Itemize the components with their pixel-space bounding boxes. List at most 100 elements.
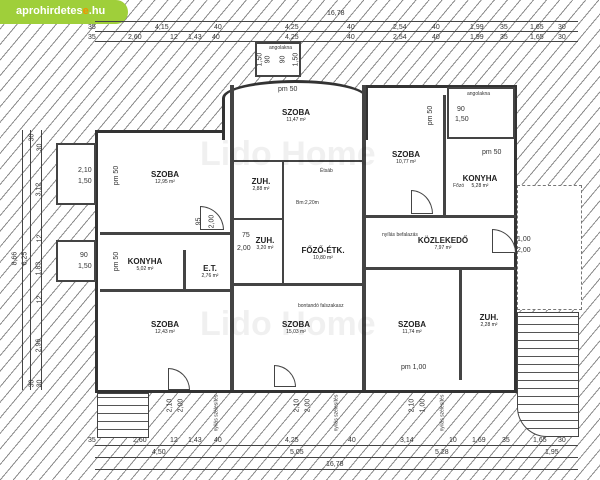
dim: 1,50 (78, 263, 92, 270)
wall (234, 160, 362, 162)
room-name: SZOBA (392, 150, 420, 159)
light-well-left-2: 90 1,50 (56, 240, 96, 282)
light-well-left-1: 2,10 1,50 (56, 143, 96, 205)
room-area: 10,77 m² (396, 159, 416, 165)
dim: 40 (432, 34, 440, 41)
dim: 2,96 (35, 338, 43, 353)
dim: 3,12 (35, 182, 43, 197)
sill-label: pm 50 (482, 149, 502, 156)
dim: 2,10 (408, 398, 416, 413)
widen-note: nyílás szélesítés (213, 394, 220, 432)
room-name: ZUH. (251, 177, 271, 186)
room-zuh-3: ZUH.2,28 m² (439, 313, 539, 328)
room-name: SZOBA (282, 108, 310, 117)
dim-line (95, 469, 578, 470)
dim: 4,25 (285, 437, 299, 444)
dim: 2,10 (166, 398, 174, 413)
light-well-right: angolakna 90 1,50 (447, 87, 515, 139)
dim-total: 16,78 (327, 10, 345, 17)
dim: 5,05 (290, 449, 304, 456)
dim: 12 (36, 234, 44, 243)
dim: 1,83 (35, 261, 43, 276)
room-area: 3,20 m² (256, 245, 274, 251)
room-name: ZUH. (479, 313, 499, 322)
dim: 1,65 (530, 34, 544, 41)
room-area: 7,97 m² (434, 245, 452, 251)
terrace (517, 185, 582, 310)
dim: 1,95 (545, 449, 559, 456)
dim: 2,00 (517, 247, 531, 254)
dim: 10 (449, 437, 457, 444)
dim: 6,25 (21, 251, 29, 266)
dim: 90 (264, 55, 272, 64)
dim: 30 (28, 379, 36, 388)
dim: 4,25 (285, 24, 299, 31)
dim: 40 (432, 24, 440, 31)
dim: 2,54 (393, 34, 407, 41)
wall (366, 267, 516, 270)
room-name: SZOBA (398, 320, 426, 329)
wall (282, 160, 284, 283)
dim: 40 (347, 24, 355, 31)
dim: 8,66 (11, 251, 19, 266)
dim: 40 (214, 24, 222, 31)
dim: 40 (214, 437, 222, 444)
dim: 3,14 (400, 437, 414, 444)
dim: 12 (170, 34, 178, 41)
room-name: SZOBA (151, 170, 179, 179)
stairs-right (517, 312, 579, 437)
dim: 1,50 (292, 52, 300, 67)
room-area: 2,28 m² (480, 322, 498, 328)
infill-note: nyílás befalazás (382, 232, 418, 238)
dim: 30 (558, 24, 566, 31)
wall (362, 85, 366, 390)
dim: 75 (242, 232, 250, 239)
dim: 30 (36, 143, 44, 152)
watermark: Lido Home (200, 135, 376, 173)
room-name: E.T. (203, 264, 217, 273)
dim: 4,50 (152, 449, 166, 456)
dim: 1,65 (530, 24, 544, 31)
dim: 5,28 (435, 449, 449, 456)
room-fozo-etkezo: FŐZŐ-ÉTK.10,80 m² (273, 246, 373, 261)
dim: 95 (195, 217, 203, 226)
room-name: SZOBA (151, 320, 179, 329)
site-logo[interactable]: aprohirdetese.hu (0, 0, 128, 24)
dim: 35 (88, 24, 96, 31)
stairs-left (97, 393, 149, 438)
logo-accent: e (82, 5, 89, 17)
room-area: 2,76 m² (201, 273, 219, 279)
dim: 2,10 (78, 167, 92, 174)
room-zuh-1: ZUH.2,88 m² (211, 177, 311, 192)
sill-label: pm 50 (427, 105, 435, 126)
light-well-top: angolakna 1,50 90 90 1,50 (255, 42, 301, 77)
dim: 2,10 (293, 398, 301, 413)
widen-note: nyílás szélesítés (439, 394, 446, 432)
dim-line (95, 41, 578, 42)
wall (234, 218, 282, 220)
dim: 1,50 (256, 52, 264, 67)
dim: 90 (80, 252, 88, 259)
room-area: 12,95 m² (155, 179, 175, 185)
dim: 4,25 (285, 34, 299, 41)
dim: 12 (170, 437, 178, 444)
room-area: 11,47 m² (286, 117, 306, 123)
dim: 30 (36, 379, 44, 388)
sill-label: pm 50 (113, 251, 121, 272)
wall (230, 85, 234, 390)
room-area: 5,28 m² (471, 183, 489, 189)
dim: 1,00 (419, 398, 427, 413)
dim: 1,99 (470, 34, 484, 41)
dim: 2,60 (133, 437, 147, 444)
angolakna-label: angolakna (467, 91, 491, 97)
sill-label: pm 1,00 (401, 364, 427, 371)
wall (443, 95, 446, 215)
sill-label: pm 50 (113, 165, 121, 186)
dim: 12 (36, 295, 44, 304)
dim: 2,60 (128, 34, 142, 41)
